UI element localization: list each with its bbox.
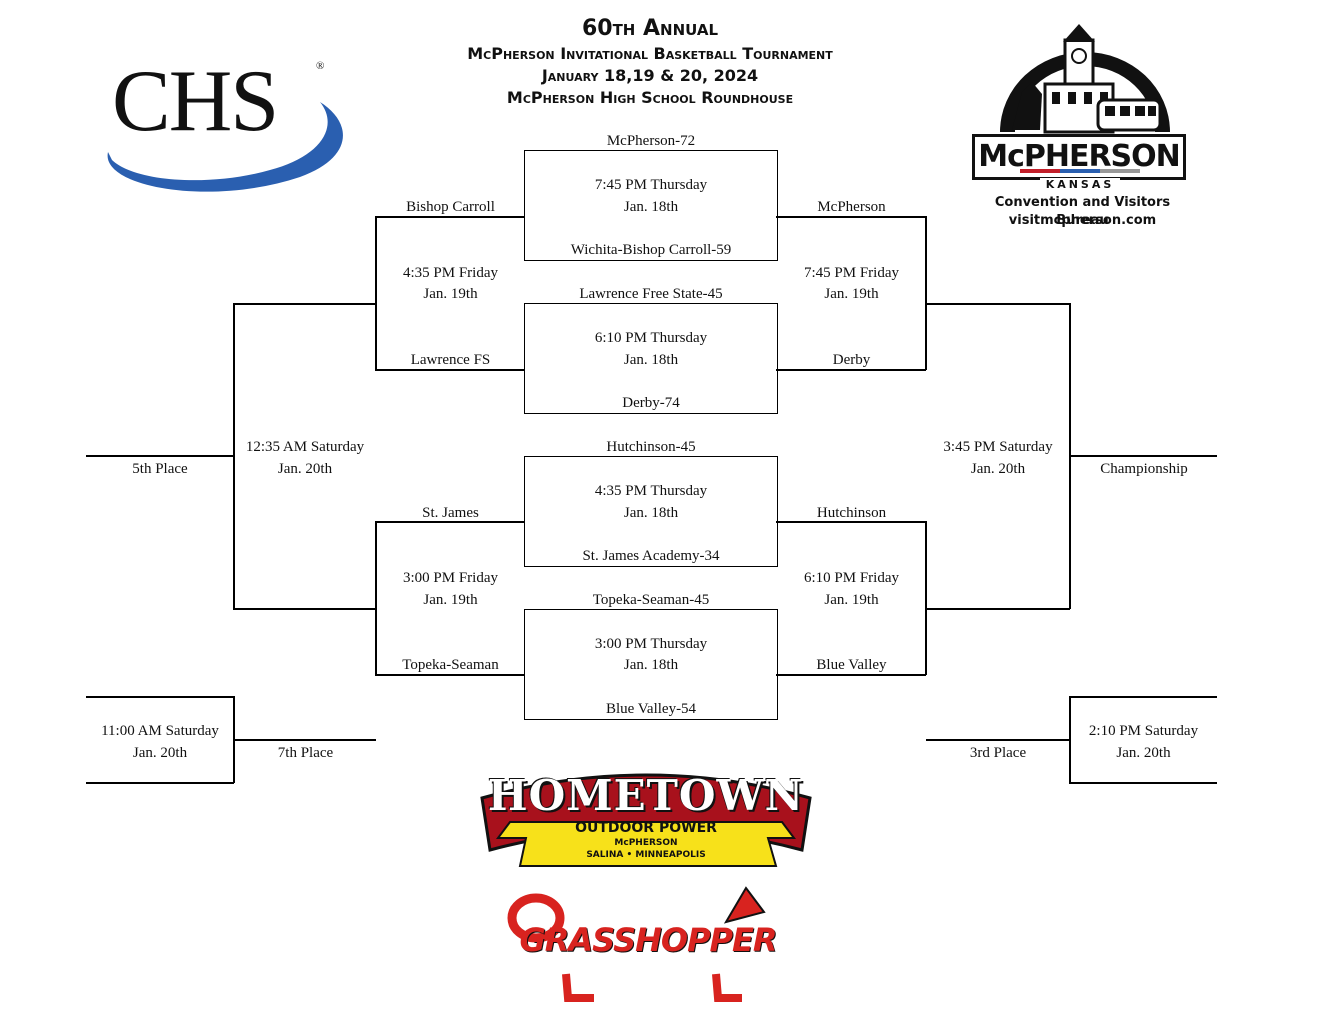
consolation-bottom-team-1: St. James	[422, 505, 479, 521]
grasshopper-word: GRASSHOPPER	[519, 921, 777, 959]
color-stripe-icon	[1020, 169, 1140, 173]
header-line-1: 60th Annual	[581, 16, 719, 41]
chs-swoosh-icon	[107, 102, 343, 192]
consolation-top-team-1: Bishop Carroll	[406, 199, 495, 215]
seventh-place-date: Jan. 20th	[132, 745, 188, 761]
hometown-arc-icon	[480, 773, 812, 867]
third-place-time: 2:10 PM Saturday	[1088, 723, 1199, 739]
grasshopper-logo: GRASSHOPPER	[506, 882, 790, 1002]
seventh-place-label: 7th Place	[277, 745, 334, 761]
game-box-1	[524, 150, 778, 261]
consolation-top-team-2: Lawrence FS	[410, 352, 491, 368]
third-place-date: Jan. 20th	[1116, 745, 1171, 761]
game-2-top-result: Lawrence Free State-45	[579, 286, 723, 302]
bracket-line	[1069, 696, 1217, 698]
chs-registered-mark: ®	[316, 60, 325, 72]
championship-label: Championship	[1100, 461, 1188, 477]
bracket-line	[1069, 455, 1217, 457]
bracket-line	[926, 739, 1070, 741]
bracket-line	[375, 521, 377, 675]
consolation-bottom-time: 3:00 PM Friday	[402, 570, 498, 586]
header-line-4: McPherson High School Roundhouse	[506, 88, 794, 107]
mcpherson-name-box: McPHERSON	[972, 134, 1186, 180]
bracket-line	[375, 369, 525, 371]
game-box-2	[524, 303, 778, 414]
semi-top-team-2: Derby	[832, 352, 871, 368]
third-place-label: 3rd Place	[969, 745, 1027, 761]
game-4-time: 3:00 PM Thursday	[594, 636, 708, 652]
game-2-bottom-result: Derby-74	[622, 395, 680, 411]
bracket-line	[233, 739, 376, 741]
semi-bottom-team-1: Hutchinson	[816, 505, 887, 521]
mcpherson-cvb-logo: McPHERSON KANSAS Convention and Visitors…	[970, 22, 1195, 234]
fifth-place-time: 12:35 AM Saturday	[245, 439, 365, 455]
game-3-time: 4:35 PM Thursday	[594, 483, 708, 499]
bracket-line	[86, 696, 234, 698]
game-2-date: Jan. 18th	[623, 352, 679, 368]
semi-top-team-1: McPherson	[817, 199, 886, 215]
game-1-top-result: McPherson-72	[606, 133, 696, 149]
bracket-line	[776, 369, 926, 371]
header-line-2: McPherson Invitational Basketball Tourna…	[467, 44, 833, 63]
consolation-top-date: Jan. 19th	[423, 286, 478, 302]
championship-time: 3:45 PM Saturday	[943, 439, 1053, 455]
game-1-date: Jan. 18th	[623, 199, 679, 215]
game-3-date: Jan. 18th	[623, 505, 679, 521]
header-line-3: January 18,19 & 20, 2024	[541, 66, 759, 85]
seventh-place-time: 11:00 AM Saturday	[101, 723, 219, 739]
bracket-line	[925, 303, 1070, 305]
clock-tower-trolley-icon	[1000, 24, 1170, 134]
bracket-line	[375, 521, 525, 523]
semi-top-time: 7:45 PM Friday	[803, 265, 899, 281]
bracket-line	[925, 608, 1070, 610]
grasshopper-shape-icon	[507, 886, 766, 1002]
semi-bottom-date: Jan. 19th	[824, 592, 879, 608]
chs-logo: CHS ®	[90, 52, 360, 202]
bracket-line	[86, 782, 234, 784]
consolation-top-time: 4:35 PM Friday	[402, 265, 498, 281]
semi-bottom-time: 6:10 PM Friday	[803, 570, 899, 586]
championship-date: Jan. 20th	[970, 461, 1026, 477]
mcpherson-state-text: KANSAS	[1040, 178, 1120, 191]
game-1-time: 7:45 PM Thursday	[594, 177, 708, 193]
game-3-bottom-result: St. James Academy-34	[582, 548, 720, 564]
mcpherson-bureau-text: Convention and Visitors Bureau	[994, 195, 1171, 228]
bracket-line	[86, 455, 234, 457]
bracket-line	[233, 303, 376, 305]
hometown-city: McPHERSON	[614, 838, 678, 848]
bracket-line	[375, 674, 525, 676]
consolation-bottom-date: Jan. 19th	[423, 592, 478, 608]
game-4-bottom-result: Blue Valley-54	[605, 701, 697, 717]
mcpherson-name-text: McPHERSON	[978, 139, 1181, 174]
fifth-place-date: Jan. 20th	[277, 461, 333, 477]
semi-bottom-team-2: Blue Valley	[816, 657, 887, 673]
semi-top-date: Jan. 19th	[824, 286, 879, 302]
fifth-place-label: 5th Place	[132, 461, 188, 477]
bracket-line	[925, 216, 927, 370]
game-2-time: 6:10 PM Thursday	[594, 330, 708, 346]
game-4-top-result: Topeka-Seaman-45	[592, 592, 710, 608]
game-1-bottom-result: Wichita-Bishop Carroll-59	[570, 242, 732, 258]
bracket-line	[776, 674, 926, 676]
bracket-line	[233, 608, 376, 610]
hometown-sub: OUTDOOR POWER	[575, 820, 717, 836]
bracket-line	[776, 521, 926, 523]
game-box-3	[524, 456, 778, 567]
bracket-line	[1069, 782, 1217, 784]
chs-logo-text: CHS	[112, 53, 279, 150]
consolation-bottom-team-2: Topeka-Seaman	[402, 657, 499, 673]
game-3-top-result: Hutchinson-45	[606, 439, 696, 455]
hometown-outdoor-power-logo: HOMETOWN OUTDOOR POWER McPHERSON SALINA …	[476, 758, 816, 870]
bracket-line	[925, 521, 927, 675]
bracket-line	[776, 216, 926, 218]
hometown-cities: SALINA • MINNEAPOLIS	[586, 850, 706, 860]
bracket-line	[375, 216, 377, 370]
hometown-word: HOMETOWN	[487, 771, 805, 820]
game-box-4	[524, 609, 778, 720]
mcpherson-url-text: visitmcpherson.com	[1008, 213, 1157, 228]
bracket-line	[375, 216, 525, 218]
game-4-date: Jan. 18th	[623, 657, 679, 673]
